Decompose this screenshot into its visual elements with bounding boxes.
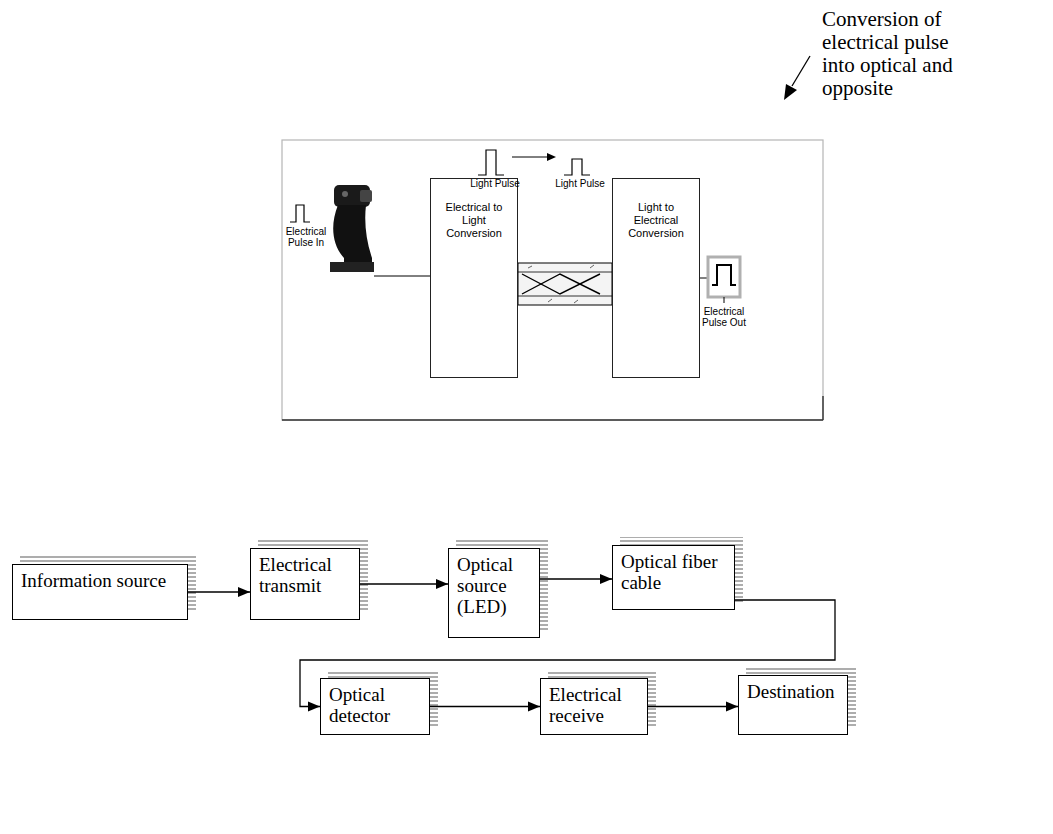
conversion-box: Light to Electrical Conversion (612, 178, 700, 378)
callout-arrow (784, 56, 810, 100)
fiber-cable (518, 263, 612, 305)
wire (374, 276, 430, 277)
flow-arrow (360, 579, 448, 589)
arrowhead (528, 702, 540, 712)
box-text: Information source (21, 570, 179, 591)
arrowhead (238, 587, 250, 597)
box-text: Optical detector (329, 684, 421, 726)
box-text: Electrical to Light Conversion (435, 201, 513, 240)
box-text: Light to Electrical Conversion (617, 201, 695, 240)
signal-label: Light Pulse (470, 178, 520, 189)
arrowhead (308, 702, 320, 712)
box-text: Electrical transmit (259, 554, 351, 596)
signal-label: Electrical Pulse Out (700, 306, 748, 328)
flow-arrow (540, 574, 612, 584)
connector-line (430, 706, 540, 707)
signal-label: Electrical Pulse In (284, 226, 328, 248)
box-text: Optical fiber cable (621, 551, 726, 593)
box-text: Optical source (LED) (457, 554, 531, 617)
process-box: Optical source (LED) (448, 548, 540, 638)
process-box: Optical detector (320, 678, 430, 735)
flow-arrow (430, 702, 540, 712)
process-box: Electrical transmit (250, 548, 360, 620)
flow-arrow (188, 587, 250, 597)
box-text: Electrical receive (549, 684, 639, 726)
arrowhead (436, 579, 448, 589)
frame-edge (282, 419, 823, 420)
process-box: Information source (12, 564, 188, 620)
conversion-box: Electrical to Light Conversion (430, 178, 518, 378)
frame-edge (822, 396, 823, 420)
box-text: Destination (747, 681, 839, 702)
process-box: Destination (738, 675, 848, 735)
connector-line (648, 706, 738, 707)
process-box: Electrical receive (540, 678, 648, 735)
flow-arrow (648, 702, 738, 712)
signal-label: Light Pulse (555, 178, 605, 189)
light-pulse-arrow (512, 153, 556, 161)
connector-line (360, 583, 448, 584)
process-box: Optical fiber cable (612, 545, 735, 610)
arrowhead (600, 574, 612, 584)
device-icon (330, 185, 374, 272)
pulse-out-display (708, 257, 740, 303)
arrowhead (726, 702, 738, 712)
callout-text: Conversion of electrical pulse into opti… (822, 8, 957, 100)
picture-frame (282, 140, 823, 420)
